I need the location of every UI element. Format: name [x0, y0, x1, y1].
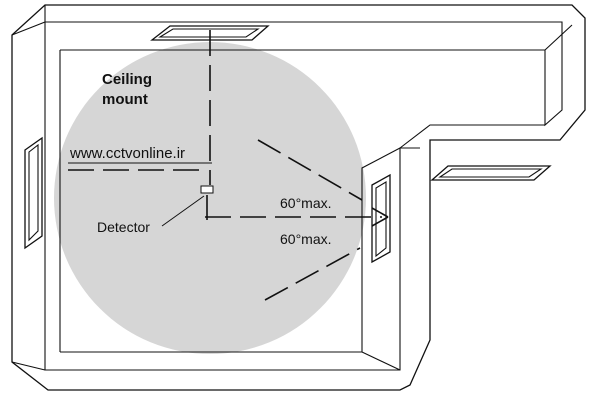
right-wing-wall — [399, 24, 573, 149]
dashed-line-lower-angle — [264, 247, 361, 301]
room-outer-wall — [11, 4, 586, 391]
window-icon — [371, 173, 391, 264]
angle-label-lower: 60°max. — [280, 231, 332, 247]
window-icon — [24, 136, 43, 250]
arrow-head-icon — [371, 207, 389, 227]
detector-icon — [200, 185, 214, 194]
dashed-line-upper-angle — [257, 139, 363, 201]
detector-label: Detector — [97, 219, 150, 235]
left-top-edge — [11, 21, 46, 36]
right-lower-wall — [60, 147, 401, 371]
ceiling-mount-label-line2: mount — [102, 91, 148, 108]
left-bottom-edge — [11, 361, 46, 371]
angle-label-upper: 60°max. — [280, 195, 332, 211]
ceiling-mount-label-line1: Ceiling — [102, 71, 152, 88]
coverage-area — [54, 42, 366, 354]
ceiling-light-icon — [430, 165, 552, 181]
detector-leader-line — [161, 195, 205, 227]
watermark-url: www.cctvonline.ir — [69, 145, 185, 162]
